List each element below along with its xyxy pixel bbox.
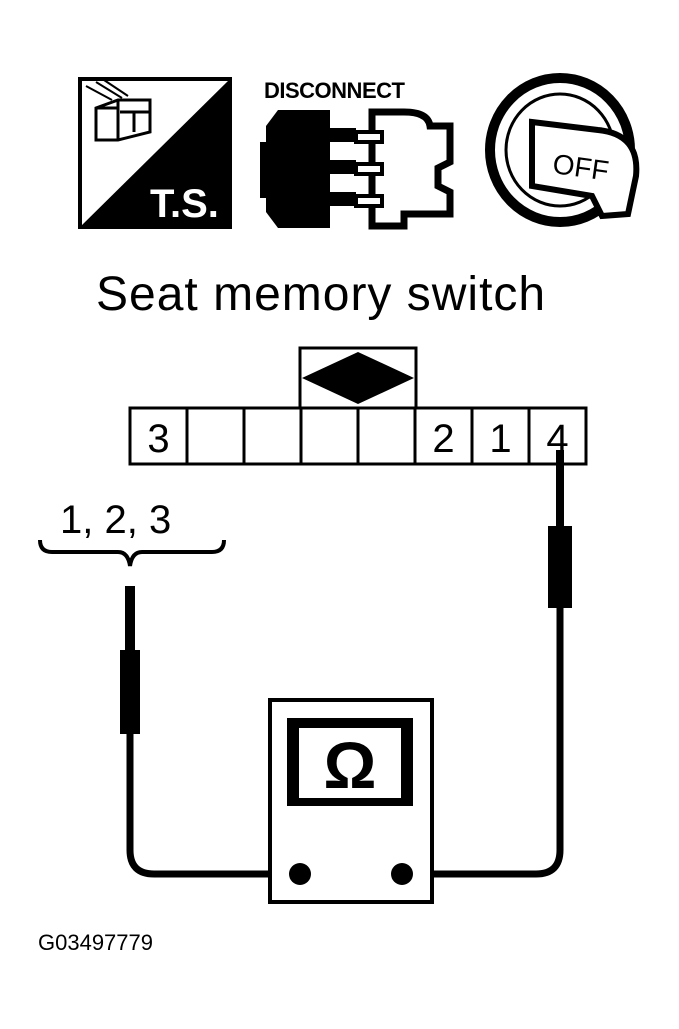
figure-code: G03497779 <box>38 930 153 955</box>
diagram-title: Seat memory switch <box>96 268 546 321</box>
probe-left-handle <box>120 650 140 734</box>
test-lead-right <box>402 450 572 878</box>
disconnect-label: DISCONNECT <box>264 78 406 103</box>
pin-group-brace <box>38 539 226 567</box>
meter-terminal-right <box>391 863 413 885</box>
connector-cell-7: 1 <box>489 417 511 461</box>
disconnect-connector-icon: DISCONNECT <box>260 78 454 230</box>
test-lead-left <box>120 586 300 878</box>
test-symbol-label: T.S. <box>150 182 219 226</box>
connector-cell-6: 2 <box>432 417 454 461</box>
ohm-symbol: Ω <box>324 728 377 802</box>
ignition-off-icon: OFF <box>485 73 640 227</box>
probe-left-pins-label: 1, 2, 3 <box>60 498 171 542</box>
ignition-off-label: OFF <box>551 148 611 186</box>
probe-right-handle <box>548 526 572 608</box>
meter-terminal-left <box>289 863 311 885</box>
test-symbol-icon: T.S. <box>78 77 232 229</box>
ohmmeter-icon: Ω <box>268 698 434 904</box>
connector-cell-1: 3 <box>147 417 169 461</box>
connector-lock-marker <box>302 352 414 404</box>
